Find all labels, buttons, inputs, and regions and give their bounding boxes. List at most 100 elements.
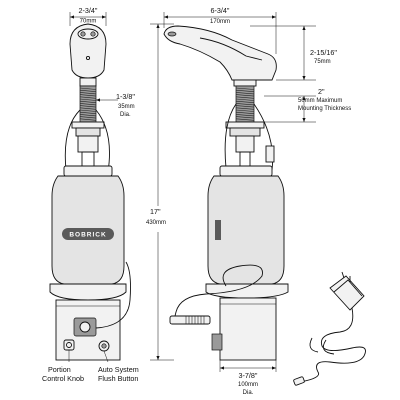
thread-line: [79, 116, 97, 119]
dim-mounting: [264, 95, 316, 123]
pump-shaft-side: [239, 151, 251, 167]
reach-metric: 170mm: [210, 19, 230, 25]
mounting-nut-side: [229, 127, 261, 137]
coupler-side: [235, 135, 255, 153]
spout-side: [163, 25, 277, 81]
tube-side-right: [253, 103, 274, 171]
spout-height-imperial: 2-15/16": [310, 48, 337, 57]
base-imperial: 3-7/8": [239, 371, 258, 380]
thread-line: [79, 92, 97, 95]
thread-line: [79, 105, 97, 108]
brand-label: BOBRICK: [69, 232, 106, 239]
coupler-front: [77, 135, 99, 153]
pump-collar: [49, 283, 127, 301]
connector-ridges: [185, 316, 205, 324]
spout-tip: [167, 31, 177, 37]
dim-base-diameter: [219, 360, 277, 372]
adapter-cord: [299, 307, 366, 383]
cord-coils: [309, 337, 335, 355]
spout-height-metric: 75mm: [314, 59, 331, 65]
shank-threads-side: [235, 87, 255, 121]
side-connector: [211, 333, 223, 351]
sensor-eye-right: [90, 31, 96, 37]
dim-shank: [96, 98, 118, 102]
dim-overall-height: [150, 23, 174, 361]
mounting-imperial: 2": [318, 87, 325, 96]
thread-line: [235, 87, 255, 90]
base-note: Dia.: [243, 390, 254, 396]
brand-band-side: [215, 220, 221, 240]
thread-line: [79, 109, 97, 112]
reach-imperial: 6-3/4": [211, 6, 230, 15]
inline-connector: [169, 315, 211, 325]
thread-line: [79, 114, 97, 117]
mounting-note: Mounting Thickness: [298, 106, 351, 112]
base-metric: 100mm: [238, 382, 258, 388]
height-metric: 430mm: [146, 220, 166, 226]
flush-label-2: Flush Button: [98, 374, 138, 383]
thread-line: [79, 96, 97, 99]
spout-outlet: [85, 55, 91, 61]
thread-line: [79, 103, 97, 106]
thread-line: [235, 105, 255, 108]
spout-head-front: [69, 23, 107, 79]
thread-line: [235, 89, 255, 92]
thread-line: [79, 87, 97, 90]
adapter-body: [329, 275, 365, 311]
side-view: [163, 25, 289, 361]
flush-label-1: Auto System: [98, 365, 139, 374]
thread-line: [79, 111, 97, 114]
thread-line: [79, 118, 97, 121]
mounting-washer-side: [225, 121, 265, 129]
bottle-cap-side: [219, 165, 273, 177]
portion-knob-dial: [66, 342, 72, 348]
thread-line: [79, 100, 97, 103]
spout-width-imperial: 2-3/4": [79, 6, 98, 15]
thread-line: [79, 89, 97, 92]
dim-spout-reach: [163, 12, 277, 54]
brand-label-band: [62, 228, 114, 240]
bottle-cap-front: [63, 165, 113, 177]
thread-line: [235, 118, 255, 121]
thread-line: [235, 92, 255, 95]
thread-line: [235, 103, 255, 106]
thread-line: [235, 94, 255, 97]
thread-line: [79, 94, 97, 97]
thread-line: [235, 107, 255, 110]
cable-side: [173, 264, 263, 321]
leader-flush: [103, 350, 109, 363]
mounting-washer: [71, 121, 105, 129]
sensor-window-front: [77, 28, 99, 40]
spout-neck-side: [233, 79, 257, 87]
power-adapter: [293, 271, 366, 386]
tube-side-left: [224, 103, 237, 169]
mounting-nut: [75, 127, 101, 137]
mounting-metric: 50mm Maximum: [298, 98, 342, 104]
connector-port: [79, 321, 91, 333]
thread-line: [235, 116, 255, 119]
adapter-prong-1: [341, 271, 345, 279]
shank-imperial: 1-3/8": [116, 92, 135, 101]
thread-line: [235, 114, 255, 117]
shank-metric: 35mm: [118, 104, 135, 110]
sensor-eye-left: [80, 31, 86, 37]
cord-plug: [293, 376, 305, 386]
pump-collar-side: [205, 283, 289, 299]
height-imperial: 17": [150, 207, 161, 216]
portion-control-knob: [63, 339, 75, 351]
spout-neck: [79, 77, 97, 87]
cable-front: [95, 261, 131, 329]
thread-line: [235, 109, 255, 112]
front-view: BOBRICK: [49, 23, 131, 363]
dim-spout-width: [69, 12, 107, 26]
tube-left: [64, 109, 81, 171]
thread-line: [235, 100, 255, 103]
tube-right: [95, 109, 110, 173]
pump-shaft-front: [81, 151, 95, 167]
spout-width-metric: 70mm: [80, 19, 97, 25]
dim-spout-height: [250, 25, 316, 81]
thread-line: [79, 107, 97, 110]
portion-label-1: Portion: [48, 365, 71, 374]
shank-note: Dia.: [120, 112, 131, 118]
